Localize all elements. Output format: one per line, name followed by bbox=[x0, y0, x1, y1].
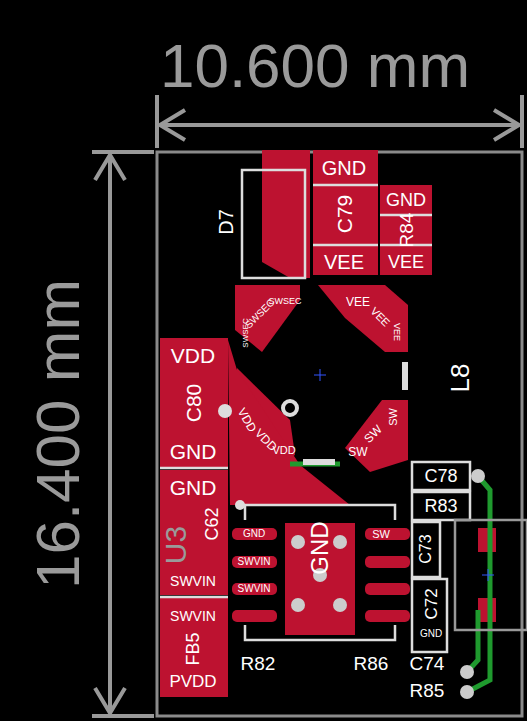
pin-name: VDD bbox=[272, 445, 295, 456]
pin-name: VEE bbox=[392, 323, 401, 341]
part-name: C79 bbox=[334, 195, 355, 234]
vias bbox=[218, 401, 485, 699]
pad-net: GND bbox=[308, 521, 332, 574]
part-name: R82 bbox=[241, 654, 276, 673]
pad-net: VEE bbox=[324, 252, 364, 272]
part-name: C73 bbox=[418, 534, 434, 563]
pin-name: SW bbox=[388, 408, 399, 426]
silkscreen bbox=[160, 170, 527, 652]
part-name: C80 bbox=[183, 384, 204, 423]
dimension-text: 10.600 mm bbox=[160, 35, 470, 97]
part-name: R84 bbox=[397, 213, 416, 248]
pin-name: SW bbox=[348, 446, 367, 458]
pad-net: VDD bbox=[171, 345, 215, 366]
pad-net: GND bbox=[170, 441, 217, 462]
part-name: U3 bbox=[161, 526, 191, 564]
pin-name: SWSEC bbox=[242, 318, 250, 347]
copper-pads bbox=[160, 150, 496, 697]
part-name: R85 bbox=[410, 681, 445, 700]
part-name: C74 bbox=[410, 654, 445, 673]
dimension-text: 16.400 mm bbox=[27, 279, 89, 589]
pin-name: SWVIN bbox=[238, 557, 271, 567]
pad-net: GND bbox=[386, 191, 426, 209]
dimension-lines bbox=[92, 95, 522, 716]
part-name: L8 bbox=[447, 364, 473, 393]
part-name: R83 bbox=[424, 497, 457, 515]
pad-net: GND bbox=[170, 477, 217, 498]
pad-net: SWVIN bbox=[170, 574, 216, 588]
pad-net: SWVIN bbox=[170, 609, 216, 623]
pad-net: VEE bbox=[388, 253, 424, 271]
part-name: C62 bbox=[203, 507, 221, 540]
pin-name: GND bbox=[243, 529, 265, 539]
traces bbox=[290, 464, 490, 692]
pad-net: GND bbox=[322, 158, 366, 178]
part-name: C72 bbox=[423, 588, 440, 619]
part-name: C78 bbox=[424, 467, 457, 485]
pad-net: GND bbox=[420, 629, 442, 639]
pin-name: SW bbox=[372, 529, 390, 540]
pin-name: VEE bbox=[346, 296, 370, 308]
part-name: R86 bbox=[354, 654, 389, 673]
pin-name: SWVIN bbox=[238, 584, 271, 594]
part-name: D7 bbox=[216, 209, 236, 235]
pad-net: PVDD bbox=[169, 673, 216, 690]
origin-marks bbox=[314, 369, 494, 581]
part-name: FB5 bbox=[184, 632, 202, 665]
